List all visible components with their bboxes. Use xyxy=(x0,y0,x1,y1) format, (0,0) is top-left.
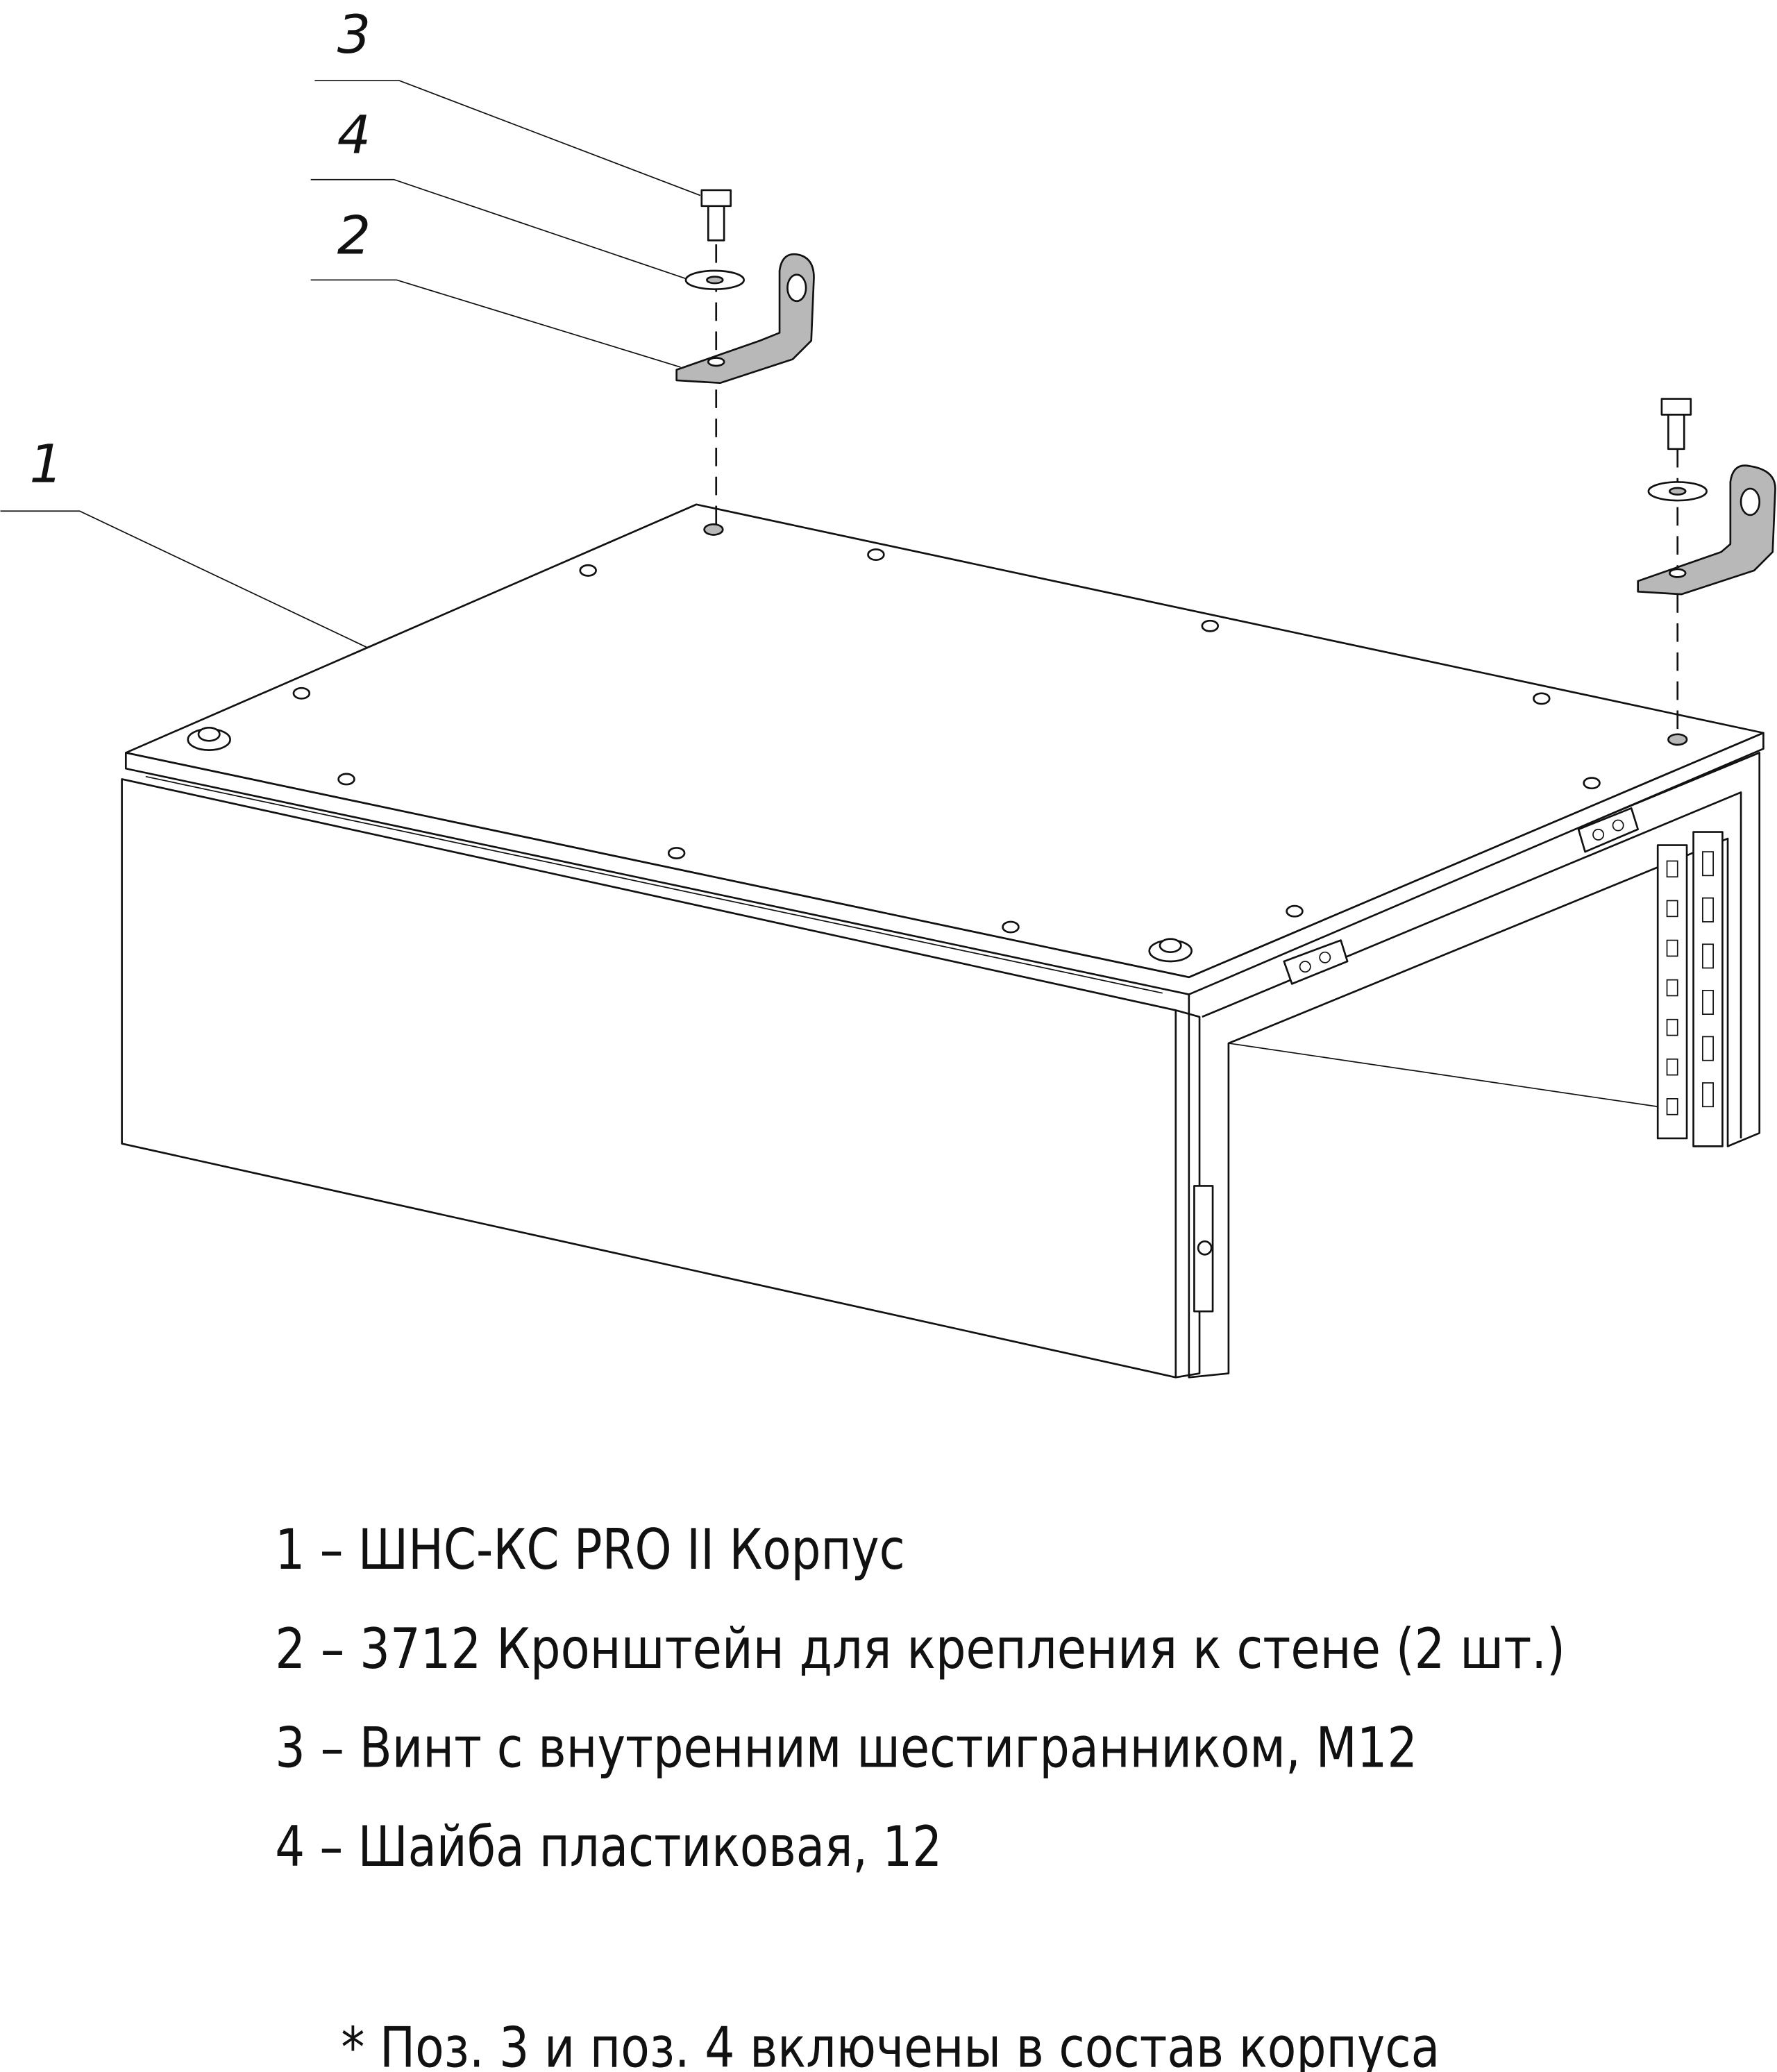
svg-text:1: 1 xyxy=(29,432,62,494)
callout-3: 3 xyxy=(314,3,701,196)
legend-item-4: 4 – Шайба пластиковая, 12 xyxy=(275,1814,942,1879)
legend-item-2: 2 – 3712 Кронштейн для крепления к стене… xyxy=(275,1617,1565,1681)
rack-rail-holes xyxy=(1666,851,1714,1115)
svg-text:4: 4 xyxy=(337,104,371,166)
bracket-assembly-left xyxy=(675,189,815,526)
cabinet-body xyxy=(121,503,1765,1379)
callout-4: 4 xyxy=(310,104,690,281)
callout-1: 1 xyxy=(0,432,417,672)
footnote: * Поз. 3 и поз. 4 включены в состав корп… xyxy=(341,2015,1440,2072)
wall-bracket xyxy=(675,253,815,385)
screw xyxy=(1660,398,1692,450)
callout-2: 2 xyxy=(310,204,681,368)
parts-legend: 1 – ШНС-КС PRO II Корпус 2 – 3712 Кроншт… xyxy=(275,1517,1565,2072)
svg-text:3: 3 xyxy=(337,3,371,65)
legend-item-3: 3 – Винт с внутренним шестигранником, М1… xyxy=(275,1716,1417,1780)
lid-screws xyxy=(187,523,1688,963)
hinge xyxy=(1283,939,1349,985)
hinge xyxy=(1577,807,1639,853)
legend-item-1: 1 – ШНС-КС PRO II Корпус xyxy=(275,1517,904,1582)
bracket-assembly-right xyxy=(1637,398,1776,734)
screw xyxy=(700,189,732,242)
svg-text:2: 2 xyxy=(337,204,371,266)
